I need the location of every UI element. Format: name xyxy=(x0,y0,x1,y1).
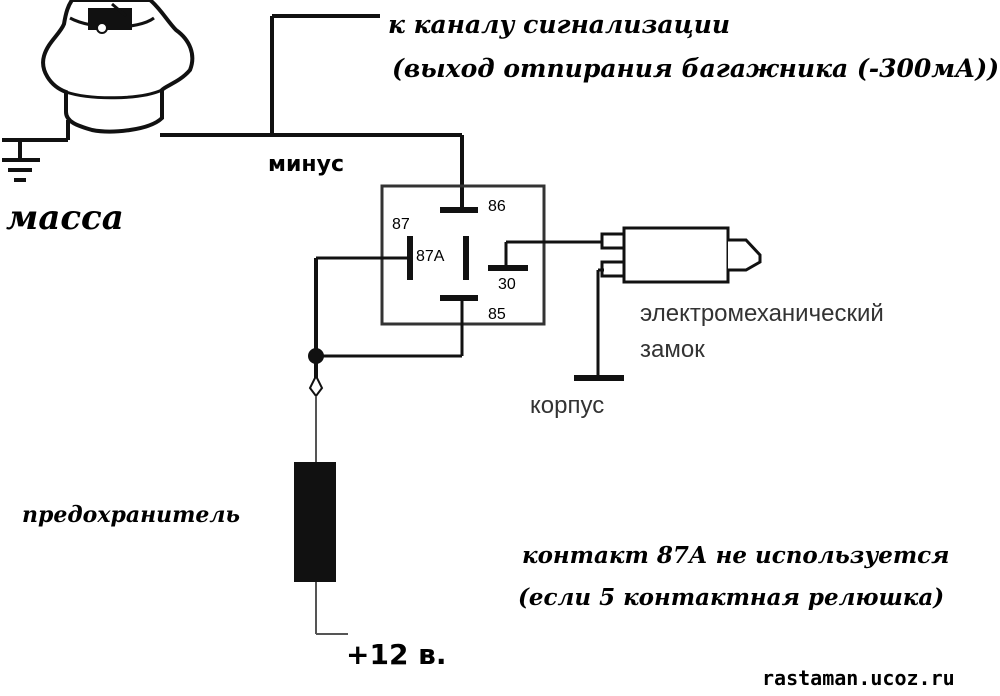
alarm-channel-label: к каналу сигнализации xyxy=(388,10,731,39)
pin-85-label: 85 xyxy=(488,306,506,323)
note-line1: контакт 87А не используется xyxy=(522,542,950,569)
pin-87a-label: 87A xyxy=(416,248,445,265)
fuse xyxy=(294,462,336,582)
minus-label: минус xyxy=(268,152,344,177)
ground-label: масса xyxy=(6,198,124,238)
lock-wire xyxy=(504,240,604,268)
pin-86-label: 86 xyxy=(488,198,506,215)
lock-label-line1: электромеханический xyxy=(640,300,884,327)
pin-87-label: 87 xyxy=(392,216,410,233)
car-trunk-icon xyxy=(88,8,132,30)
lock-label-line2: замок xyxy=(640,336,705,363)
trunk-button-switch xyxy=(41,0,195,134)
trunk-output-label: (выход отпирания багажника (-300мА)) xyxy=(392,54,1000,83)
lock-ground-wire xyxy=(574,268,624,381)
note-line2: (если 5 контактная релюшка) xyxy=(518,584,945,611)
junction-dot xyxy=(308,348,324,364)
fuse-label: предохранитель xyxy=(22,502,241,528)
power-wire xyxy=(294,256,464,635)
pin-30-label: 30 xyxy=(498,276,516,293)
electromechanical-lock xyxy=(600,226,762,284)
plus12-label: +12 в. xyxy=(346,638,447,671)
minus-wire xyxy=(160,14,464,208)
ground-symbol xyxy=(2,120,70,182)
watermark: rastaman.ucoz.ru xyxy=(762,666,955,690)
body-ground-label: корпус xyxy=(530,392,605,419)
